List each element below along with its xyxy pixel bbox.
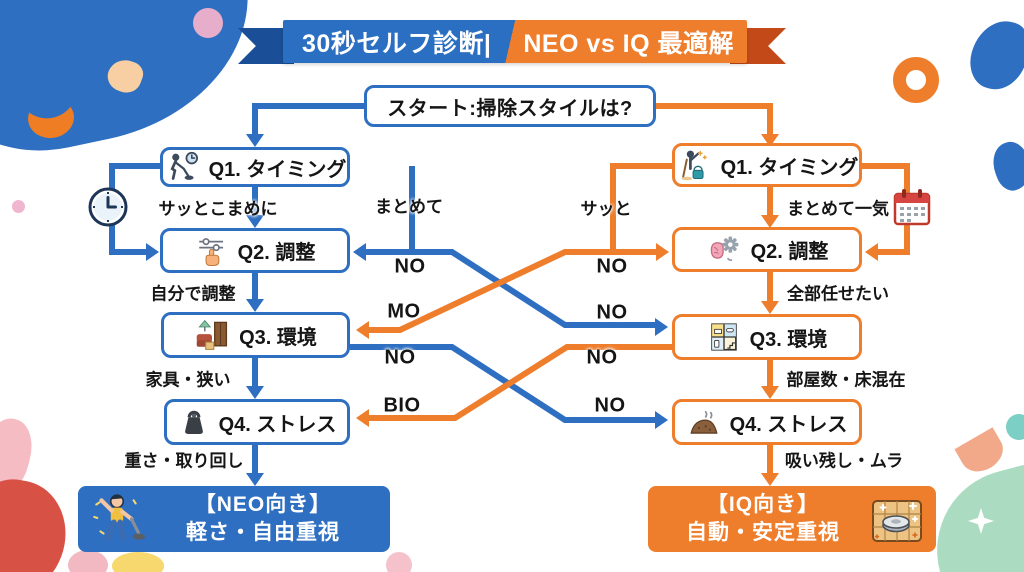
question-box-q3-right: Q3. 環境 — [672, 314, 862, 360]
result-box-neo: 【NEO向き】 軽さ・自由重視 — [78, 486, 390, 552]
label-right-q1-no: まとめて一気 — [787, 199, 889, 219]
question-box-q1-right: Q1. タイミング — [672, 143, 862, 187]
cross-label-left-2: MO — [387, 300, 421, 323]
robot-vacuum-icon — [872, 500, 922, 542]
label-right-q3-yes: 部屋数・床混在 — [786, 370, 906, 390]
label-right-q1-yes: サッと — [580, 199, 632, 219]
cross-label-left-1: NO — [394, 255, 426, 278]
decor-dot-pink-left — [12, 200, 25, 213]
cross-label-right-2: NO — [596, 301, 628, 324]
start-box: スタート:掃除スタイルは? — [364, 85, 656, 127]
cross-label-right-3: NO — [586, 346, 618, 369]
cross-label-right-4: NO — [594, 394, 626, 417]
title-banner: 30秒セルフ診断| NEO vs IQ 最適解 — [283, 20, 747, 63]
label-right-q2-yes: 全部任せたい — [787, 284, 889, 304]
q3-right-label: Q3. 環境 — [749, 328, 828, 351]
blue-arrowheads — [146, 134, 668, 486]
brain-gear-icon — [710, 236, 738, 261]
q2-left-label: Q2. 調整 — [237, 242, 316, 264]
decor-dot-pink-top-left — [193, 8, 223, 38]
question-box-q4-left: Q4. ストレス — [164, 399, 350, 445]
decor-dot-pink-bottom-center — [386, 552, 412, 572]
q4-left-label: Q4. ストレス — [218, 413, 337, 436]
clock-icon — [88, 187, 128, 227]
result-box-iq: 【IQ向き】 自動・安定重視 — [648, 486, 936, 552]
question-box-q1-left: Q1. タイミング — [160, 147, 350, 187]
calendar-icon — [893, 189, 931, 226]
decor-blob-yellow-bottom — [112, 552, 164, 572]
question-box-q4-right: Q4. ストレス — [672, 399, 862, 445]
cleaning-person-icon — [680, 150, 707, 181]
result-neo-title: 【NEO向き】 — [194, 492, 332, 516]
cross-label-left-3: NO — [384, 346, 416, 369]
cross-label-right-1: NO — [596, 255, 628, 278]
result-iq-subtitle: 自動・安定重視 — [686, 521, 840, 544]
q1-right-label: Q1. タイミング — [720, 156, 859, 179]
label-left-q4-yes: 重さ・取り回し — [124, 451, 244, 471]
label-left-q1-yes: サッとこまめに — [158, 199, 278, 219]
title-left: 30秒セルフ診断| — [302, 29, 492, 58]
decor-blob-pink-bottom — [68, 550, 108, 572]
furniture-icon — [196, 319, 228, 350]
orange-arrowheads — [356, 134, 878, 486]
q1-left-label: Q1. タイミング — [208, 158, 347, 181]
label-left-q1-no: まとめて — [375, 197, 443, 217]
result-neo-subtitle: 軽さ・自由重視 — [186, 521, 340, 544]
q4-right-label: Q4. ストレス — [729, 413, 848, 436]
label-left-q3-yes: 家具・狭い — [145, 370, 231, 390]
orange-connectors — [368, 103, 910, 475]
q2-right-label: Q2. 調整 — [750, 241, 829, 263]
hand-slider-icon — [198, 237, 223, 266]
label-left-q2-yes: 自分で調整 — [150, 284, 236, 304]
question-box-q2-right: Q2. 調整 — [672, 227, 862, 272]
q3-left-label: Q3. 環境 — [239, 326, 317, 349]
question-box-q2-left: Q2. 調整 — [160, 228, 350, 273]
room-layout-icon — [710, 323, 737, 351]
dust-pile-icon — [690, 410, 718, 434]
title-right: NEO vs IQ 最適解 — [523, 29, 735, 58]
result-iq-title: 【IQ向き】 — [706, 492, 820, 516]
person-vacuuming-clock-icon — [170, 151, 198, 180]
decor-ring-orange-top-right — [893, 57, 939, 103]
start-label: スタート:掃除スタイルは? — [387, 97, 633, 120]
kettlebell-weight-icon — [184, 410, 203, 434]
happy-person-vacuuming-icon — [93, 494, 145, 542]
label-right-q4-yes: 吸い残し・ムラ — [784, 451, 904, 471]
decor-dot-teal-bottom-right — [1006, 414, 1024, 440]
cross-label-left-4: BIO — [383, 394, 421, 417]
question-box-q3-left: Q3. 環境 — [161, 312, 350, 358]
